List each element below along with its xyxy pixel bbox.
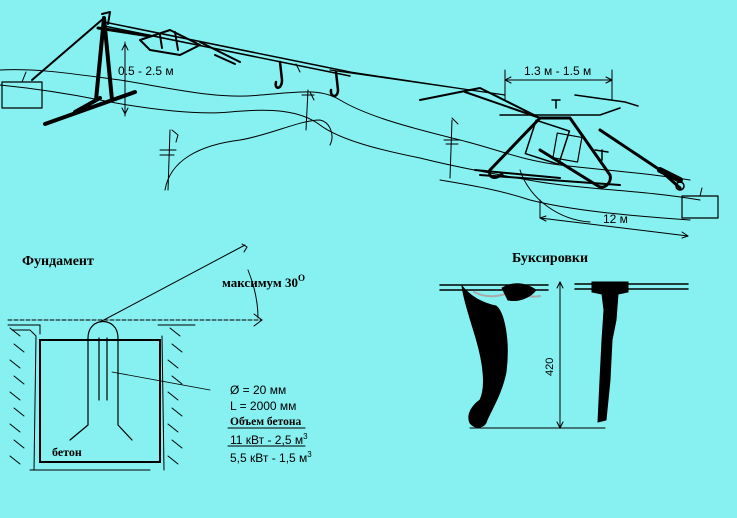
drive-motor-box bbox=[524, 119, 571, 166]
hanger-straight[interactable] bbox=[591, 281, 629, 423]
tow-hangers-drawing bbox=[439, 280, 689, 430]
pit-hatching-left bbox=[7, 324, 151, 471]
height-dim-line bbox=[469, 281, 606, 429]
pit-hatching-right bbox=[157, 324, 196, 471]
dim-span-line bbox=[504, 69, 613, 101]
foundation-drawing bbox=[7, 243, 306, 471]
angle-label: максимум 30O bbox=[222, 273, 305, 290]
volume-11kw-label: 11 кВт - 2,5 м3 bbox=[230, 432, 308, 447]
left-tower-frame bbox=[43, 16, 137, 126]
bolt-length-label: L = 2000 мм bbox=[230, 399, 296, 413]
foundation-title: Фундамент bbox=[22, 254, 94, 269]
hanger-curved[interactable] bbox=[461, 284, 508, 428]
concrete-label: бетон bbox=[52, 445, 82, 459]
hook-1 bbox=[274, 60, 284, 89]
top-carriage bbox=[139, 29, 201, 56]
bolt-diameter-label: Ø = 20 мм bbox=[230, 383, 286, 397]
hook-2 bbox=[329, 70, 340, 98]
right-anchor-block bbox=[681, 195, 719, 219]
concrete-volume-title: Объем бетона bbox=[230, 416, 302, 428]
dim-height-label: 0.5 - 2.5 м bbox=[118, 64, 174, 78]
dim-span-label: 1.3 м - 1.5 м bbox=[524, 64, 591, 78]
pole-right bbox=[443, 117, 461, 179]
tow-hangers-title: Буксировки bbox=[512, 251, 588, 266]
bolt-leader-line bbox=[111, 371, 211, 391]
concrete-block bbox=[39, 339, 161, 463]
terrain-line-right bbox=[439, 179, 691, 221]
pole-mid bbox=[301, 89, 315, 131]
main-cable bbox=[103, 21, 351, 77]
terrain-line-upper bbox=[0, 69, 691, 181]
lift-overview-drawing bbox=[0, 11, 719, 239]
angle-line bbox=[99, 244, 246, 323]
terrain-line-hill bbox=[164, 119, 333, 191]
dim-length-label: 12 м bbox=[603, 212, 628, 226]
volume-55kw-label: 5,5 кВт - 1,5 м3 bbox=[230, 450, 312, 465]
anchor-bolt bbox=[69, 321, 133, 441]
height-dim-label: 420 bbox=[544, 358, 556, 376]
pole-left bbox=[159, 129, 179, 191]
